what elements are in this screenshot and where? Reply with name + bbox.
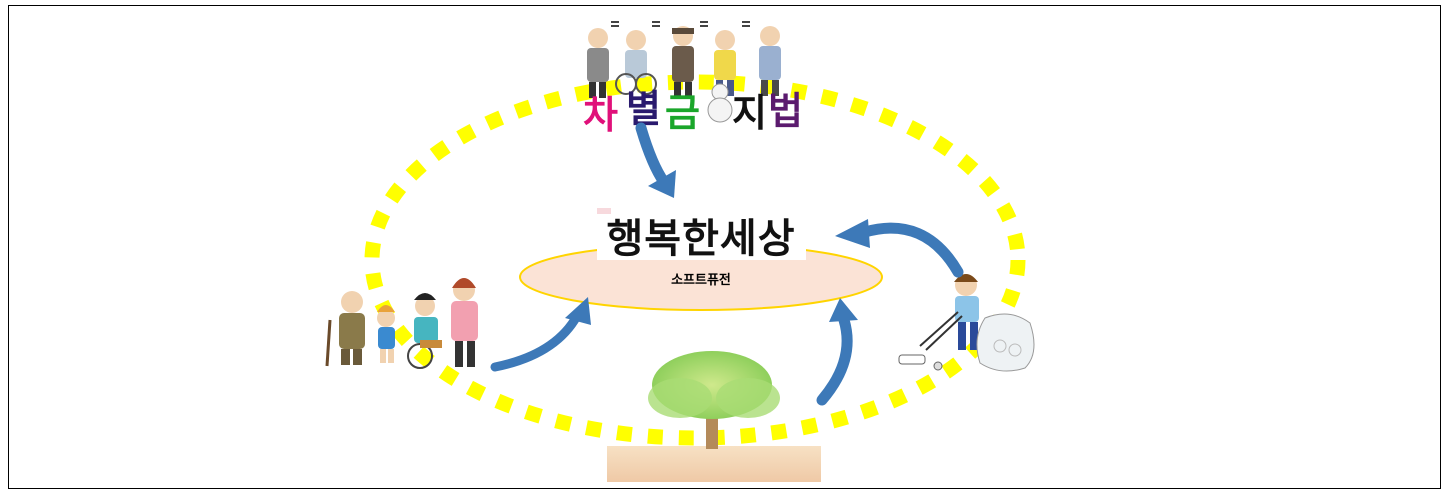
child-figure xyxy=(377,305,395,363)
trash-tongs-icon xyxy=(919,311,963,351)
law-char-5: 법 xyxy=(768,89,803,133)
equals-signs xyxy=(611,21,750,27)
elderly-man-figure xyxy=(325,291,365,367)
anti-discrimination-illustration: 차 별 금 지 법 xyxy=(583,21,803,137)
law-char-1: 차 xyxy=(583,93,618,137)
law-char-4: 지 xyxy=(732,91,767,135)
snowman-icon xyxy=(707,83,733,123)
tree-illustration xyxy=(607,351,821,482)
ground-strip xyxy=(607,446,821,482)
arrow-bottom xyxy=(816,298,858,406)
person-figure xyxy=(759,26,781,96)
title-banner: 행복한세상 xyxy=(597,208,806,262)
caregiver-woman-figure xyxy=(451,278,478,367)
center-label: 소프트퓨전 xyxy=(671,272,731,288)
person-figure xyxy=(615,30,657,95)
trash-bag-icon xyxy=(976,313,1035,372)
person-figure xyxy=(587,28,609,98)
wheelchair-user-figure xyxy=(407,293,442,369)
caregiving-family-illustration xyxy=(325,278,478,369)
arrow-top xyxy=(635,122,676,198)
boy-figure xyxy=(954,274,979,350)
dashed-ring xyxy=(364,74,1026,446)
tree-canopy xyxy=(648,378,712,418)
arrow-left xyxy=(490,297,591,372)
tree-canopy xyxy=(716,378,780,418)
bottle-litter-icon xyxy=(898,354,943,371)
person-figure xyxy=(672,26,694,98)
law-char-3: 금 xyxy=(665,91,700,135)
litter-pickup-illustration xyxy=(898,274,1035,372)
arrow-right xyxy=(835,219,964,278)
title-text: 행복한세상 xyxy=(607,215,796,262)
